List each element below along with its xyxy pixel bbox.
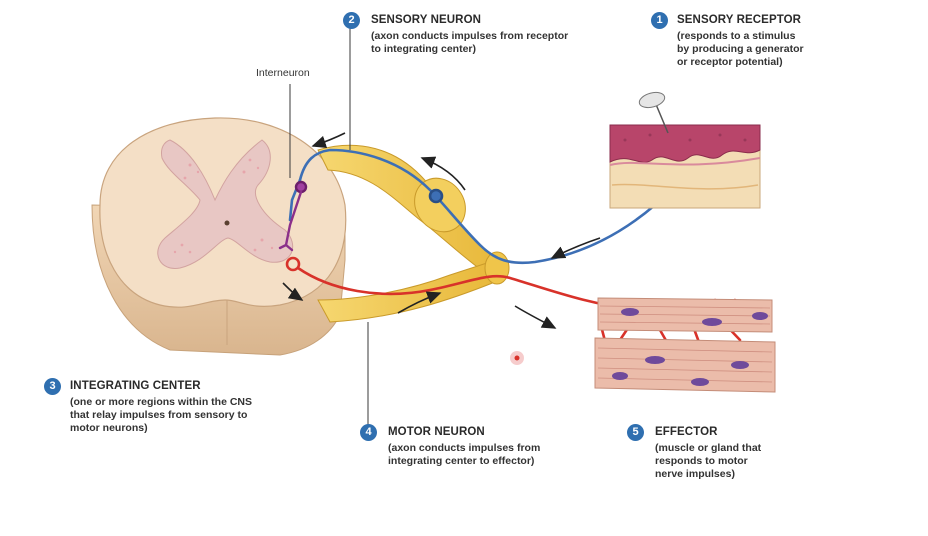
sensory-axon [298, 148, 657, 265]
arrow-to-effector [514, 305, 557, 329]
epidermis [609, 124, 761, 163]
dorsal-root-ganglion [414, 177, 466, 233]
sensory-cell-body [428, 188, 444, 204]
callout-1-title: SENSORY RECEPTOR [677, 14, 802, 26]
callout-3-title: INTEGRATING CENTER [70, 380, 201, 392]
muscle-fiber-lower [594, 337, 776, 393]
muscle-nuclei [612, 308, 768, 386]
arrow-receptor-to-nerve [550, 237, 601, 259]
cursor-dot-icon [510, 351, 524, 365]
callout-3-description: (one or more regions within the CNS that… [70, 396, 253, 434]
callout-1-badge: 1 [651, 12, 668, 29]
spinal-cord [91, 117, 347, 356]
interneuron-label: Interneuron [256, 67, 310, 79]
interneuron [278, 180, 308, 252]
motor-cell-body [285, 256, 301, 272]
callout-2-description: (axon conducts impulses from receptor to… [371, 30, 569, 55]
spinal-cord-gray-matter [157, 139, 294, 269]
callout-2-title: SENSORY NEURON [371, 14, 482, 26]
skin-sample [609, 124, 761, 209]
arrow-into-cord [311, 132, 346, 149]
callout-4-title: MOTOR NEURON [388, 426, 485, 438]
gray-matter-cells [173, 158, 274, 254]
callout-5-title: EFFECTOR [655, 426, 718, 438]
impulse-direction-arrows [282, 132, 601, 329]
callout-5-badge: 5 [627, 424, 644, 441]
callout-1-description: (responds to a stimulus by producing a g… [677, 30, 804, 68]
callout-5-description: (muscle or gland that responds to motor … [655, 442, 762, 480]
arrow-dorsal-root [420, 156, 466, 191]
callout-3-badge: 3 [44, 378, 61, 395]
muscle-effector [594, 297, 776, 393]
callout-4-badge: 4 [360, 424, 377, 441]
leader-lines [289, 24, 369, 425]
interneuron-cell-body [294, 180, 308, 194]
spinal-nerve [317, 144, 510, 323]
pin-stimulus-icon [638, 91, 669, 134]
callout-4-description: (axon conducts impulses from integrating… [388, 442, 541, 467]
central-canal [224, 220, 230, 226]
callout-2-badge: 2 [343, 12, 360, 29]
arrow-ventral-root [397, 291, 442, 314]
arrow-in-cord [282, 282, 304, 301]
